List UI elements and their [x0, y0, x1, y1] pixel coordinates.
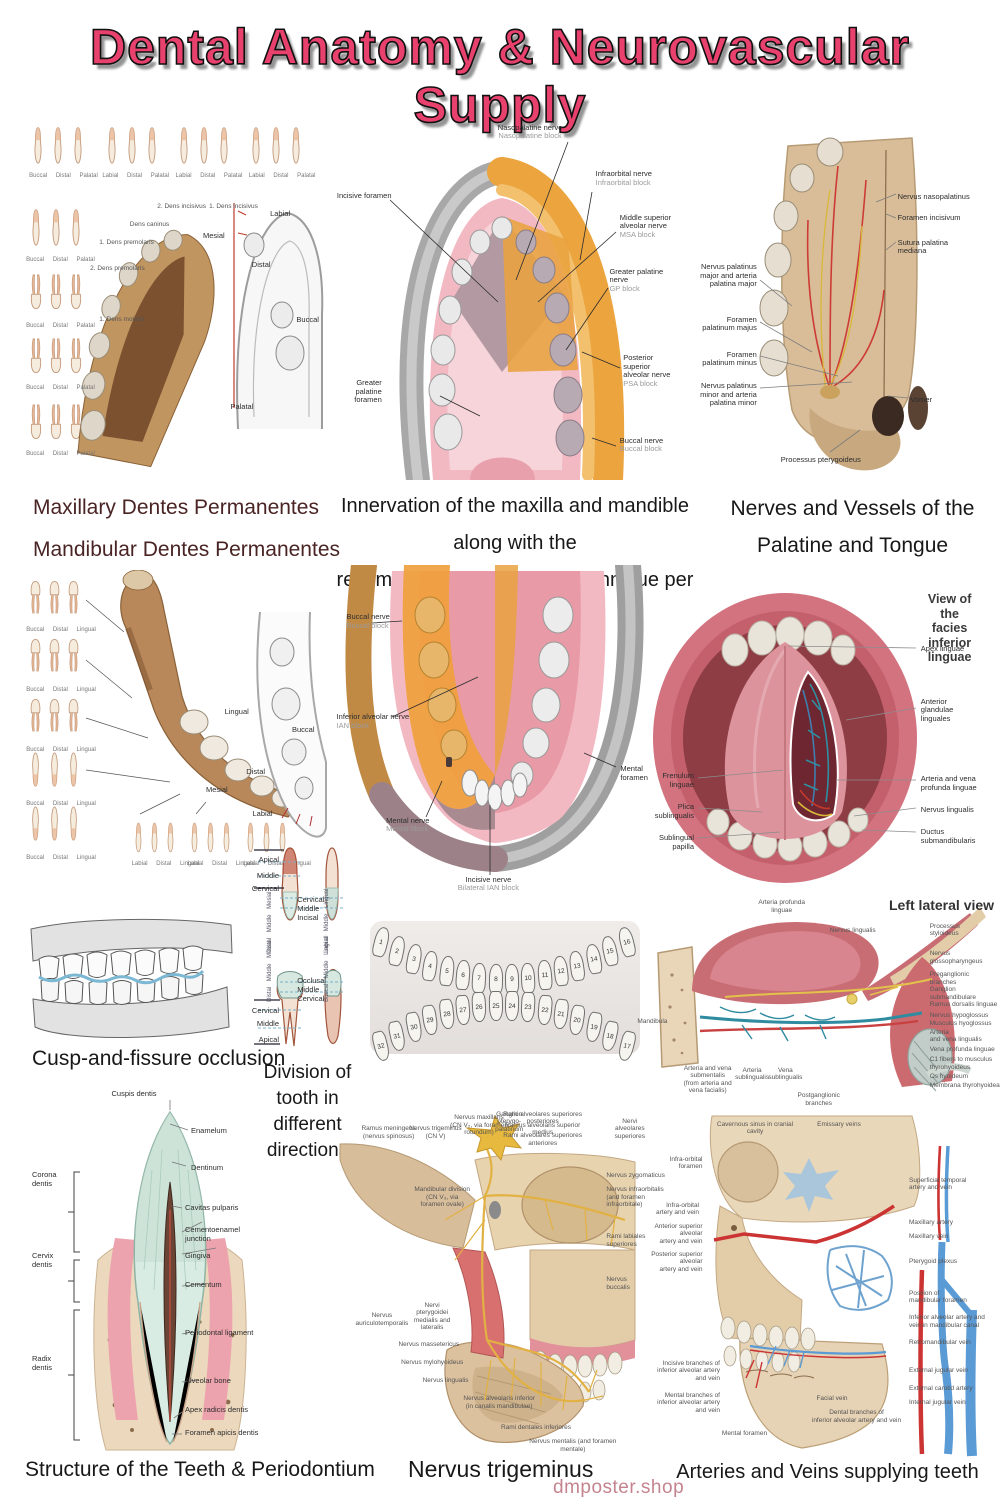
- arch-inset-outline: [233, 203, 324, 430]
- arteries-veins-illustration: [709, 1115, 977, 1457]
- occlusion-illustration: [30, 918, 233, 1038]
- caption-maxillary: Maxillary Dentes Permanentes: [33, 496, 319, 519]
- tooth-number: 25: [488, 990, 503, 1022]
- caption-mandibular: Mandibular Dentes Permanentes: [33, 538, 341, 561]
- mandibular-teeth-illustration: [30, 570, 327, 853]
- tooth-trio-column: [30, 580, 79, 841]
- occlusion-figure: [25, 915, 240, 1045]
- tooth-division-illustration: [254, 847, 344, 1047]
- caption-division-line1: Division of tooth in: [263, 1062, 352, 1109]
- caption-trigeminus: Nervus trigeminus: [408, 1456, 594, 1482]
- caption-periodontium: Structure of the Teeth & Periodontium: [25, 1458, 375, 1481]
- caption-palatine-line1: Nerves and Vessels of the: [730, 497, 975, 520]
- caption-division-line2: different directions: [266, 1114, 349, 1161]
- caption-innervation-line1: Innervation of the maxilla and mandible …: [341, 495, 689, 554]
- panel-trigeminus: Ramus meningeus (nervus spinosus)Nervus …: [335, 1100, 670, 1460]
- arch-inset-outline: [256, 611, 327, 838]
- tooth-trio-row: [34, 126, 300, 164]
- tooth-trio-column: [30, 208, 82, 440]
- caption-arteries: Arteries and Veins supplying teeth: [676, 1461, 979, 1483]
- left-lateral-illustration: [657, 907, 986, 1092]
- trigeminus-illustration: [339, 1114, 636, 1443]
- caption-division: Division of tooth in different direction…: [240, 1060, 375, 1164]
- panel-occlusion: [25, 915, 240, 1045]
- caption-palatine-line2: Palatine and Tongue: [756, 534, 949, 557]
- caption-maxillary-mandibular: Maxillary Dentes Permanentes Mandibular …: [33, 487, 340, 571]
- tooth-number: 7: [471, 962, 488, 994]
- trigeminus-figure: Ramus meningeus (nervus spinosus)Nervus …: [335, 1100, 670, 1460]
- poster-title: Dental Anatomy & Neurovascular Supply: [89, 18, 911, 134]
- caption-occlusion: Cusp-and-fissure occlusion: [32, 1047, 286, 1070]
- caption-palatine: Nerves and Vessels of the Palatine and T…: [705, 490, 1000, 564]
- mandible-innervation-illustration: [345, 565, 644, 875]
- mandible-bone: [120, 570, 295, 818]
- maxilla-arch: [77, 229, 215, 468]
- periodontium-illustration: [68, 1100, 247, 1451]
- maxilla-innervation-illustration: [389, 141, 625, 480]
- brand-watermark: dmposter.shop: [553, 1477, 685, 1498]
- tongue-inferior-illustration: [653, 593, 917, 883]
- maxillary-teeth-illustration: [30, 126, 324, 468]
- tooth-number: 24: [504, 990, 520, 1022]
- palatine-illustration: [759, 137, 928, 471]
